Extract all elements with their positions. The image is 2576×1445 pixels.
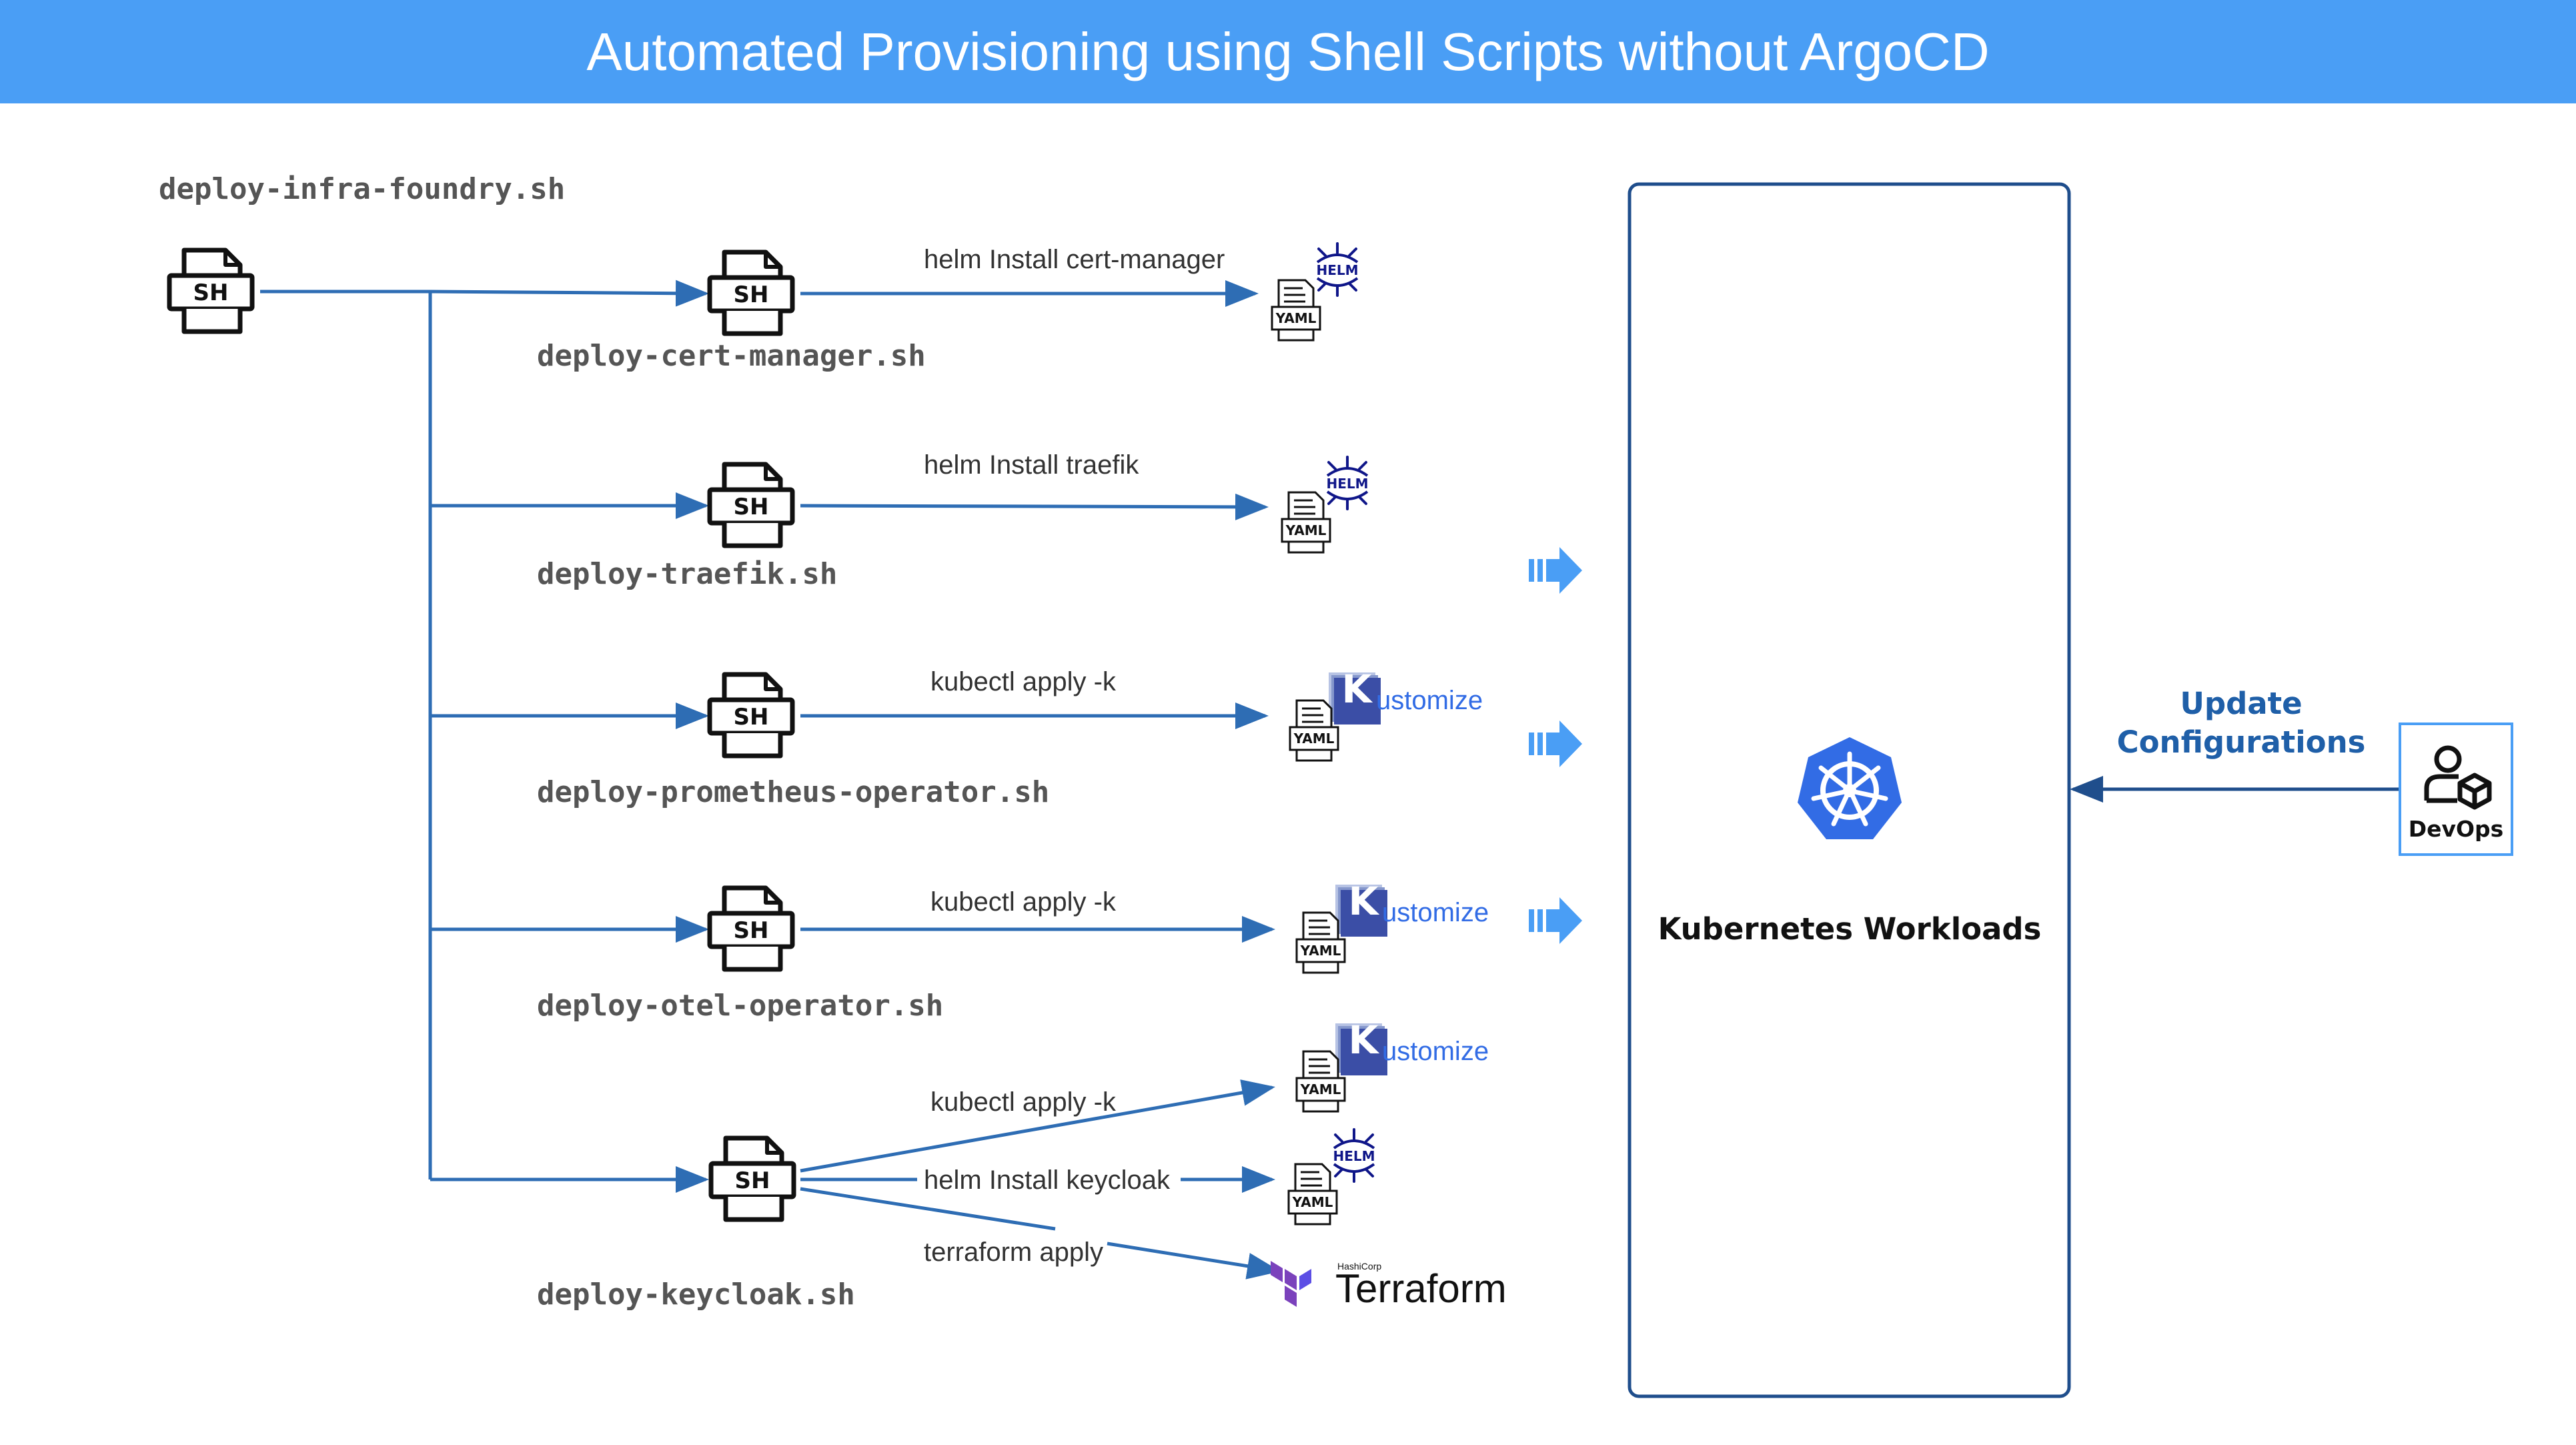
terraform-text: Terraform <box>1335 1266 1507 1311</box>
kustomize-k-text: K <box>1342 666 1373 712</box>
flow-arrow-2 <box>1529 720 1582 767</box>
sh-icon-text: SH <box>734 494 769 520</box>
kustomize-k-icon: K <box>1329 666 1381 725</box>
kustomize-text: ustomize <box>1376 686 1483 715</box>
helm-icon: HELM <box>1316 242 1359 297</box>
command-label-otel: kubectl apply -k <box>930 887 1117 917</box>
sh-file-icon-cert-manager: SH <box>710 252 792 334</box>
diagram-title: Automated Provisioning using Shell Scrip… <box>586 21 1990 81</box>
script-label-prometheus: deploy-prometheus-operator.sh <box>537 775 1049 809</box>
helm-yaml-icon-keycloak: YAML HELM <box>1287 1128 1375 1226</box>
yaml-file-icon: YAML <box>1287 1163 1338 1226</box>
title-banner: Automated Provisioning using Shell Scrip… <box>0 0 2576 103</box>
devops-label: DevOps <box>2409 816 2504 842</box>
sh-icon-text: SH <box>193 280 229 306</box>
update-label-line1: Update <box>2180 686 2302 721</box>
yaml-icon-text: YAML <box>1300 1081 1341 1097</box>
script-label-otel: deploy-otel-operator.sh <box>537 989 943 1023</box>
cmd-arrow-keycloak-terraform-end <box>1107 1242 1281 1280</box>
root-script-label: deploy-infra-foundry.sh <box>159 172 565 206</box>
sh-icon-text: SH <box>735 1167 770 1194</box>
connector-lines <box>260 280 2400 1280</box>
helm-yaml-icon-cert-manager: YAML HELM <box>1271 242 1359 342</box>
kustomize-k-icon: K <box>1335 879 1387 937</box>
command-label-traefik: helm Install traefik <box>924 450 1139 480</box>
yaml-file-icon: YAML <box>1271 279 1321 342</box>
flow-arrow-1 <box>1529 547 1582 594</box>
yaml-file-icon: YAML <box>1289 699 1339 762</box>
kubernetes-icon <box>1798 737 1902 839</box>
kustomize-k-text: K <box>1349 1017 1380 1063</box>
sh-file-icon-root: SH <box>169 250 252 332</box>
yaml-icon-text: YAML <box>1292 1194 1333 1210</box>
terraform-brand-text: HashiCorp <box>1337 1261 1381 1272</box>
cmd-arrow-keycloak-kustomize <box>800 1079 1275 1173</box>
sh-file-icon-traefik: SH <box>710 464 792 546</box>
yaml-icon-text: YAML <box>1285 522 1327 538</box>
kustomize-k-icon: K <box>1335 1017 1387 1075</box>
helm-yaml-icon-traefik: YAML HELM <box>1281 456 1369 554</box>
kustomize-text: ustomize <box>1382 898 1489 927</box>
yaml-file-icon: YAML <box>1295 911 1346 974</box>
sh-icon-text: SH <box>734 282 769 308</box>
yaml-icon-text: YAML <box>1300 943 1341 959</box>
command-label-keycloak-terraform: terraform apply <box>924 1238 1103 1267</box>
yaml-icon-text: YAML <box>1293 731 1335 747</box>
sh-file-icon-keycloak: SH <box>711 1138 794 1220</box>
kustomize-text: ustomize <box>1382 1037 1489 1066</box>
kubernetes-workloads-label: Kubernetes Workloads <box>1658 911 2042 947</box>
kustomize-icon-keycloak: K YAML ustomize <box>1295 1017 1489 1113</box>
flow-arrow-3 <box>1529 897 1582 944</box>
sh-file-icon-otel: SH <box>710 888 792 969</box>
yaml-icon-text: YAML <box>1275 310 1317 326</box>
helm-icon: HELM <box>1333 1128 1375 1183</box>
devops-user-icon <box>2424 745 2492 810</box>
update-label-line2: Configurations <box>2117 725 2366 760</box>
cmd-arrow-keycloak-terraform <box>800 1187 1056 1231</box>
kustomize-icon-otel: K YAML ustomize <box>1295 879 1489 974</box>
cmd-arrow-traefik <box>800 493 1269 520</box>
helm-icon-text: HELM <box>1326 476 1368 492</box>
sh-icon-text: SH <box>734 704 769 731</box>
script-label-keycloak: deploy-keycloak.sh <box>537 1278 855 1312</box>
command-label-prometheus: kubectl apply -k <box>930 667 1117 696</box>
kustomize-k-text: K <box>1349 879 1380 924</box>
devops-box <box>2399 722 2513 856</box>
yaml-file-icon: YAML <box>1295 1050 1346 1113</box>
command-label-cert-manager: helm Install cert-manager <box>924 245 1225 274</box>
sh-icon-text: SH <box>734 917 769 944</box>
terraform-icon <box>1271 1261 1311 1307</box>
helm-icon: HELM <box>1326 456 1369 510</box>
terraform-logo: HashiCorp Terraform <box>1271 1261 1507 1311</box>
kustomize-icon-prometheus: K YAML ustomize <box>1289 666 1483 762</box>
script-label-cert-manager: deploy-cert-manager.sh <box>537 339 926 373</box>
helm-icon-text: HELM <box>1333 1148 1375 1164</box>
yaml-file-icon: YAML <box>1281 491 1331 554</box>
branch-arrow-cert-manager <box>430 280 709 307</box>
helm-icon-text: HELM <box>1316 262 1358 278</box>
command-label-keycloak-kustomize: kubectl apply -k <box>930 1087 1117 1117</box>
script-label-traefik: deploy-traefik.sh <box>537 557 837 591</box>
sh-file-icon-prometheus: SH <box>710 674 792 756</box>
command-label-keycloak-helm: helm Install keycloak <box>924 1165 1171 1195</box>
